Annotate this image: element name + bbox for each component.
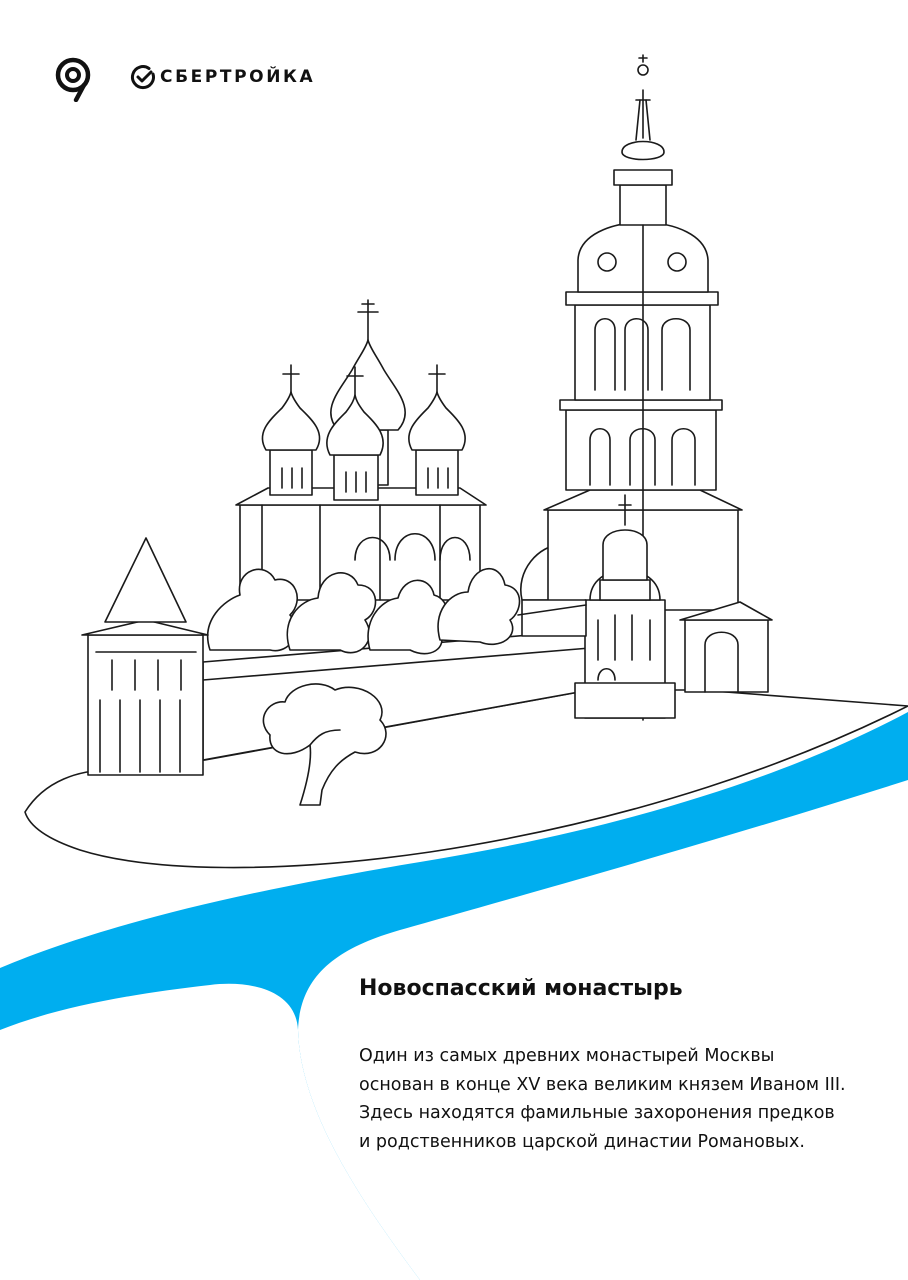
- brand-logo: СБЕРТРОЙКА: [130, 63, 315, 91]
- description-line: Здесь находятся фамильные захоронения пр…: [359, 1103, 835, 1123]
- description-line: Один из самых древних монастырей Москвы: [359, 1046, 775, 1066]
- cathedral: [235, 299, 487, 601]
- gate-building: [517, 599, 773, 693]
- location-pin-icon: [55, 57, 91, 102]
- landmark-title: Новоспасский монастырь: [359, 976, 683, 1001]
- description-line: и родственников царской династии Романов…: [359, 1131, 805, 1152]
- gate-church: [574, 494, 676, 719]
- checkmark-circle-icon: [131, 65, 155, 90]
- corner-tower: [81, 537, 209, 776]
- description-line: основан в конце XV века великим князем И…: [359, 1074, 846, 1095]
- brand-name: СБЕРТРОЙКА: [160, 67, 316, 87]
- text-area-shape: [298, 780, 908, 1280]
- landmark-description: Один из самых древних монастырей Москвы …: [359, 1042, 894, 1156]
- foreground-tree: [262, 683, 387, 806]
